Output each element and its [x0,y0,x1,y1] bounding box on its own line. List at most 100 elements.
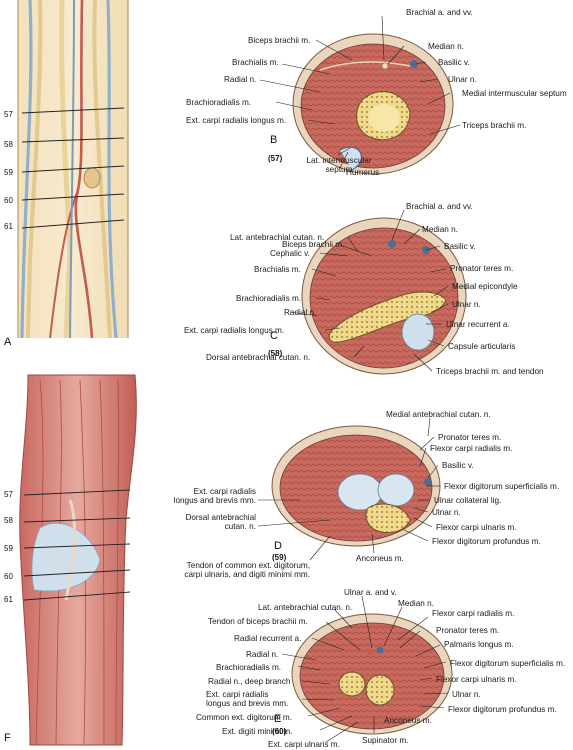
leader-lines-c [289,209,449,372]
label-c-pronator: Pronator teres m. [450,264,514,273]
label-d-medial-antebrachial: Medial antebrachial cutan. n. [386,410,491,419]
section-c-crosssection [301,217,467,375]
leader-lines-e [281,595,449,743]
label-c-medial-epicondyle: Medial epicondyle [452,282,518,291]
label-d-tendon-1: Tendon of common ext. digitorum, [186,561,310,570]
label-c-dorsal-antebrachial: Dorsal antebrachial cutan. n. [206,353,311,362]
label-c-ulnar-recurrent: Ulnar recurrent a. [446,320,510,329]
label-b-biceps: Biceps brachii m. [248,36,311,45]
label-d-pronator: Pronator teres m. [438,433,502,442]
label-e-supinator: Supinator m. [362,736,409,745]
level-f-61: 61 [4,595,13,604]
label-e-brachioradialis: Brachioradialis m. [216,663,282,672]
label-e-tendon-biceps: Tendon of biceps brachii m. [208,617,308,626]
label-b-lat-septum-1: Lat. intermuscular [306,156,372,165]
label-e-median: Median n. [398,599,434,608]
level-f-59: 59 [4,544,13,553]
label-d-fdp: Flexor digitorum profundus m. [432,537,541,546]
label-d-ecrlb-1: Ext. carpi radialis [193,487,256,496]
section-number-c: (58) [268,349,283,358]
section-number-e: (60) [272,727,287,736]
label-b-brachial-a: Brachial a. and vv. [406,8,473,17]
label-c-brachioradialis: Brachioradialis m. [236,294,302,303]
label-e-fcr: Flexor carpi radialis m. [432,609,515,618]
label-c-ecrl: Ext. carpi radialis longus m. [184,326,285,335]
label-e-fcu: Flexor carpi ulnaris m. [436,675,517,684]
label-c-biceps: Biceps brachii m. [282,240,345,249]
level-f-57: 57 [4,490,13,499]
label-d-dorsal-2: cutan. n. [224,522,256,531]
label-b-lat-septum-2: septum [325,165,353,174]
label-e-fds: Flexor digitorum superficialis m. [450,659,566,668]
leader-lines-d [257,417,440,561]
level-f-60: 60 [4,572,13,581]
panel-letter-c: C [270,330,278,342]
label-b-median: Median n. [428,42,464,51]
label-e-ext-digiti: Ext. digiti minimi m. [222,727,293,736]
section-b-crosssection [292,33,454,175]
label-b-brachialis: Brachialis m. [232,58,279,67]
label-d-fcr: Flexor carpi radialis m. [430,444,513,453]
label-e-fdp: Flexor digitorum profundus m. [448,705,557,714]
label-b-medial-septum: Medial intermuscular septum [462,89,567,98]
label-b-ulnar-n: Ulnar n. [448,75,477,84]
label-d-basilic: Basilic v. [442,461,474,470]
level-a-60: 60 [4,196,13,205]
level-a-59: 59 [4,168,13,177]
label-e-ecrlb-1: Ext. carpi radialis [206,690,269,699]
label-d-tendon-2: carpi ulnaris, and digiti minimi mm. [184,570,310,579]
label-c-ulnar-n: Ulnar n. [452,300,481,309]
label-c-basilic: Basilic v. [444,242,476,251]
label-c-brachial-a: Brachial a. and vv. [406,202,473,211]
label-d-ulnar-n: Ulnar n. [432,508,461,517]
panel-letter-b: B [270,134,278,146]
label-d-dorsal-1: Dorsal antebrachial [185,513,256,522]
label-b-brachioradialis: Brachioradialis m. [186,98,252,107]
label-b-ecrl: Ext. carpi radialis longus m. [186,116,287,125]
panel-f-illustration [19,374,137,746]
level-a-58: 58 [4,140,13,149]
label-d-fcu: Flexor carpi ulnaris m. [436,523,517,532]
label-e-pronator: Pronator teres m. [436,626,500,635]
label-b-radial-n: Radial n. [224,75,257,84]
panel-letter-f: F [4,732,11,744]
level-a-61: 61 [4,222,13,231]
section-d-crosssection [271,425,441,547]
label-c-brachialis: Brachialis m. [254,265,301,274]
label-d-fds: Flexor digitorum superficialis m. [444,482,560,491]
label-e-palmaris: Palmaris longus m. [444,640,514,649]
section-number-b: (57) [268,154,283,163]
label-e-radial-n: Radial n. [246,650,279,659]
label-e-ulnar-a: Ulnar a. and v. [344,588,397,597]
panel-a-illustration [17,0,129,339]
label-d-ulnar-collateral: Ulnar collateral lig. [434,496,502,505]
label-e-radial-recurrent: Radial recurrent a. [234,634,302,643]
label-e-anconeus: Anconeus m. [384,716,432,725]
leader-lines-b [259,15,461,169]
label-d-anconeus: Anconeus m. [356,554,404,563]
label-c-cephalic: Cephalic v. [270,249,310,258]
level-f-58: 58 [4,516,13,525]
label-c-triceps: Triceps brachii m. and tendon [436,367,544,376]
label-c-lat-antebrachial: Lat. antebrachial cutan. n. [230,233,325,242]
label-e-ecu: Ext. carpi ulnaris m. [268,740,340,749]
label-e-radial-deep: Radial n., deep branch [208,677,291,686]
label-e-ecrlb-2: longus and brevis mm. [206,699,289,708]
label-b-triceps: Triceps brachii m. [462,121,527,130]
label-c-capsule: Capsule articularis [448,342,516,351]
label-c-median: Median n. [422,225,458,234]
label-d-ecrlb-2: longus and brevis mm. [173,496,256,505]
level-a-57: 57 [4,110,13,119]
label-c-radial-n: Radial n. [284,308,317,317]
label-b-basilic: Basilic v. [438,58,470,67]
label-b-humerus: Humerus [346,168,380,177]
label-e-common-ext: Common ext. digitorum m. [196,713,293,722]
panel-letter-a: A [4,336,12,348]
label-e-ulnar-n: Ulnar n. [452,690,481,699]
panel-letter-e: E [274,713,282,725]
section-e-crosssection [291,613,453,735]
label-e-lat-antebrachial: Lat. antebrachial cutan. n. [258,603,353,612]
section-number-d: (59) [272,553,287,562]
